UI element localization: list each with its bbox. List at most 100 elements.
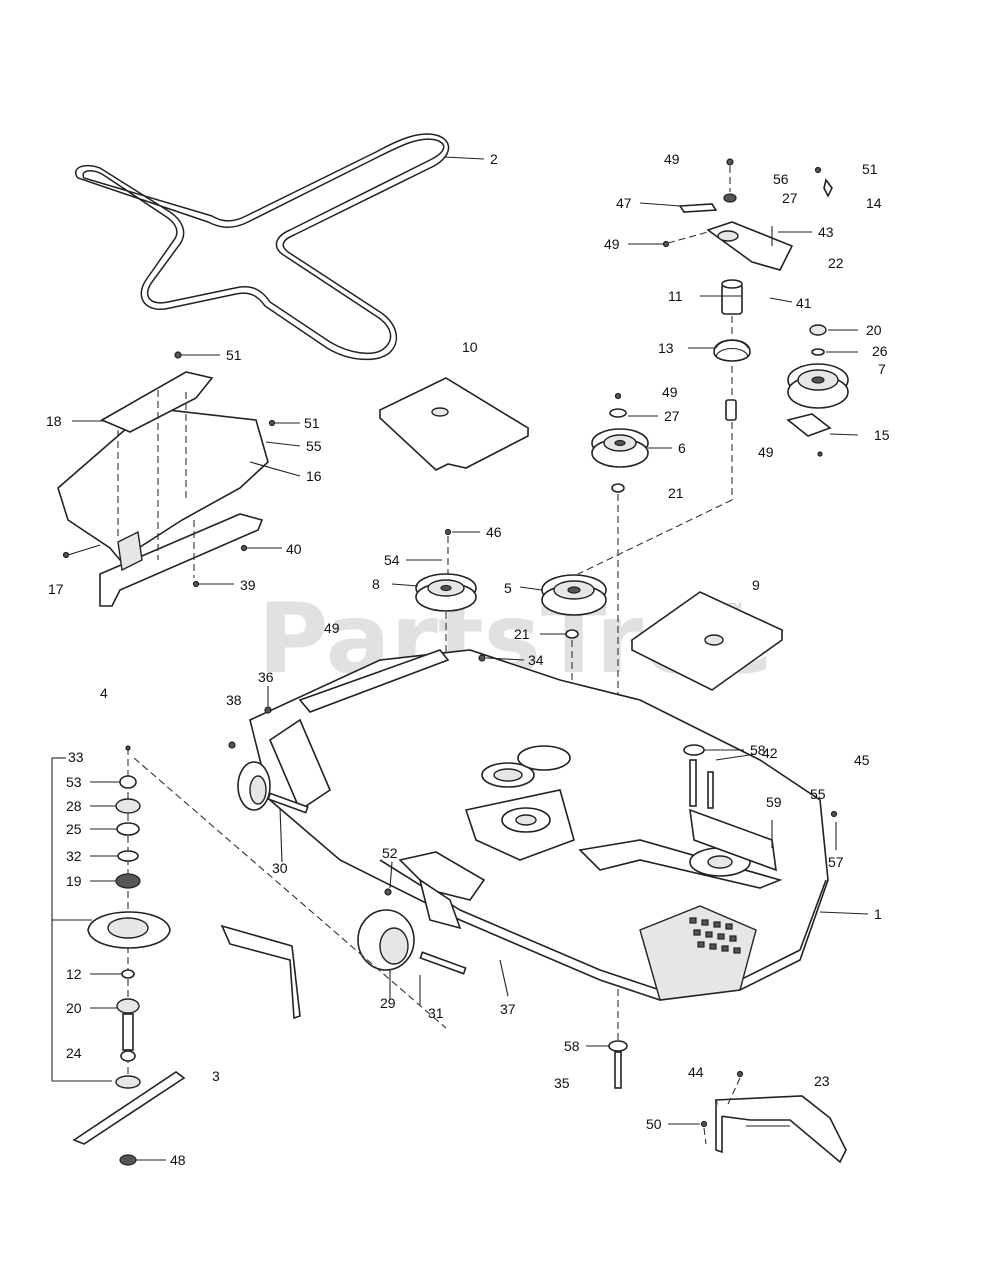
nut-49-right[interactable] — [817, 451, 823, 457]
pulley-5[interactable] — [541, 574, 607, 616]
part-label-39: 39 — [240, 577, 256, 593]
pin-42[interactable] — [707, 771, 714, 809]
idler-plate[interactable] — [517, 745, 571, 771]
part-label-32: 32 — [66, 848, 82, 864]
axle-30[interactable] — [267, 792, 309, 814]
bolt-57[interactable] — [830, 810, 838, 818]
vent-grille — [689, 917, 741, 954]
part-label-51-mid: 51 — [304, 415, 320, 431]
nut-49-mid[interactable] — [614, 392, 622, 400]
part-label-43: 43 — [818, 224, 834, 240]
pulley-8[interactable] — [415, 573, 477, 612]
part-label-22: 22 — [828, 255, 844, 271]
part-label-49b: 49 — [604, 236, 620, 252]
part-label-13: 13 — [658, 340, 674, 356]
leader-8 — [391, 583, 419, 587]
part-label-47: 47 — [616, 195, 632, 211]
leader-55 — [265, 441, 301, 447]
part-label-49d: 49 — [758, 444, 774, 460]
part-label-20-lower: 20 — [66, 1000, 82, 1016]
gauge-wheel-29[interactable] — [357, 909, 415, 971]
leader-52 — [389, 861, 393, 889]
leader-1 — [819, 911, 869, 915]
part-label-26: 26 — [872, 343, 888, 359]
part-label-41: 41 — [796, 295, 812, 311]
part-label-29: 29 — [380, 995, 396, 1011]
washer-58-upper[interactable] — [683, 744, 705, 756]
part-label-30: 30 — [272, 860, 288, 876]
spindle-stack[interactable] — [51, 745, 447, 1166]
part-label-3: 3 — [212, 1068, 220, 1084]
bolt-40[interactable] — [240, 544, 248, 552]
baffle-3[interactable] — [220, 924, 301, 1020]
gauge-wheel-upper[interactable] — [237, 761, 271, 811]
mower-deck-housing[interactable] — [249, 649, 829, 1001]
spacer-21-upper[interactable] — [611, 483, 625, 493]
part-label-25: 25 — [66, 821, 82, 837]
part-label-14: 14 — [866, 195, 882, 211]
bolt-17[interactable] — [62, 551, 70, 559]
part-label-11: 11 — [668, 288, 683, 304]
pulley-6[interactable] — [591, 428, 649, 468]
part-label-58-lower: 58 — [564, 1038, 580, 1054]
part-label-54: 54 — [384, 552, 400, 568]
spacer-20[interactable] — [809, 324, 827, 336]
bracket-15[interactable] — [786, 413, 832, 437]
part-label-51-left: 51 — [226, 347, 242, 363]
part-label-27: 27 — [664, 408, 680, 424]
leader-16 — [249, 461, 301, 477]
bolt-34[interactable] — [478, 654, 486, 662]
washer-26[interactable] — [811, 348, 825, 356]
part-label-49c: 49 — [662, 384, 678, 400]
part-label-56: 56 — [773, 171, 789, 187]
part-label-31: 31 — [428, 1005, 444, 1021]
washer-58-lower[interactable] — [608, 1040, 628, 1052]
bolt-46[interactable] — [444, 528, 452, 536]
part-label-5: 5 — [504, 580, 512, 596]
nut-51-right[interactable] — [268, 419, 276, 427]
bracket-59[interactable] — [689, 808, 777, 872]
bolt-35[interactable] — [614, 1051, 622, 1089]
pulley-7[interactable] — [787, 363, 849, 409]
axle-31[interactable] — [419, 951, 467, 975]
part-label-58-upper: 58 — [750, 742, 766, 758]
bracket-23[interactable] — [714, 1095, 847, 1164]
part-label-10: 10 — [462, 339, 478, 355]
leader-37 — [499, 959, 509, 997]
part-label-8: 8 — [372, 576, 380, 592]
part-label-1: 1 — [874, 906, 882, 922]
part-label-2: 2 — [490, 151, 498, 167]
part-label-52: 52 — [382, 845, 398, 861]
part-label-4: 4 — [100, 685, 108, 701]
leader-47 — [639, 202, 681, 207]
part-label-40: 40 — [286, 541, 302, 557]
part-label-7: 7 — [878, 361, 886, 377]
belt-shield-9[interactable] — [630, 591, 784, 691]
drive-belt[interactable] — [75, 133, 450, 361]
pin-58-upper[interactable] — [689, 759, 697, 807]
idler-arm-assembly[interactable] — [577, 158, 833, 575]
part-label-12: 12 — [66, 966, 82, 982]
nut-51-upper[interactable] — [174, 351, 182, 359]
bolt-52[interactable] — [384, 888, 392, 896]
part-label-21-top: 21 — [668, 485, 684, 501]
belt-cover-bracket[interactable] — [57, 371, 269, 607]
bolt-44[interactable] — [736, 1070, 744, 1078]
part-label-17: 17 — [48, 581, 64, 597]
part-label-38: 38 — [226, 692, 242, 708]
bolt-50[interactable] — [700, 1120, 708, 1128]
bolt-39[interactable] — [192, 580, 200, 588]
washer-27[interactable] — [609, 408, 627, 418]
part-label-44: 44 — [688, 1064, 704, 1080]
leader-41 — [769, 297, 793, 303]
part-label-15: 15 — [874, 427, 890, 443]
bolt-36[interactable] — [264, 706, 272, 714]
leader-34 — [485, 657, 525, 661]
part-label-36: 36 — [258, 669, 274, 685]
spacer-21-lower[interactable] — [565, 629, 579, 639]
part-label-9: 9 — [752, 577, 760, 593]
bolt-38[interactable] — [228, 741, 236, 749]
part-label-46: 46 — [486, 524, 502, 540]
part-label-18: 18 — [46, 413, 62, 429]
belt-cover-plate[interactable] — [378, 377, 530, 471]
